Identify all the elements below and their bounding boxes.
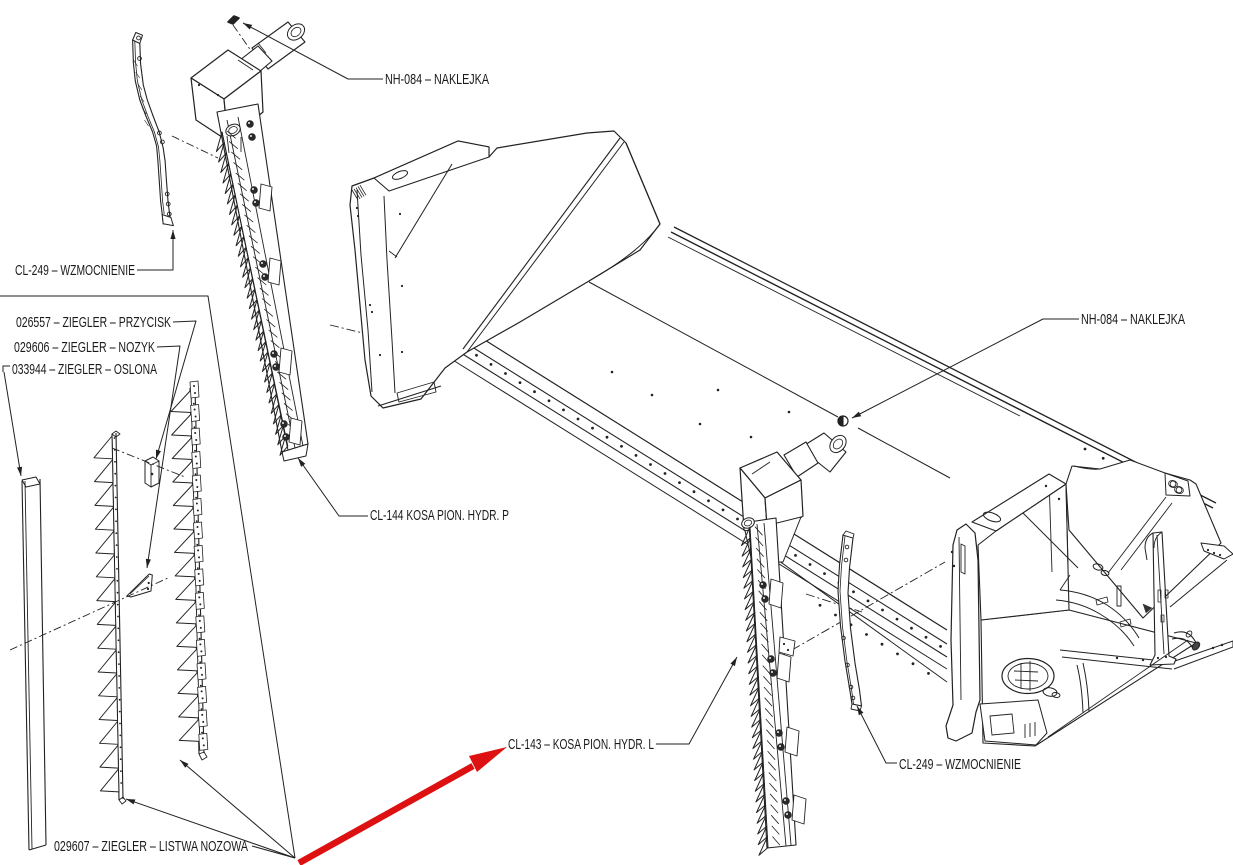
svg-text:029607 – ZIEGLER – LISTWA NOZO: 029607 – ZIEGLER – LISTWA NOZOWA — [54, 838, 248, 855]
svg-text:CL-144 KOSA PION. HYDR. P: CL-144 KOSA PION. HYDR. P — [370, 507, 509, 524]
svg-text:026557 – ZIEGLER – PRZYCISK: 026557 – ZIEGLER – PRZYCISK — [16, 314, 171, 331]
svg-text:NH-084 – NAKLEJKA: NH-084 – NAKLEJKA — [385, 71, 489, 88]
svg-text:NH-084 – NAKLEJKA: NH-084 – NAKLEJKA — [1081, 311, 1185, 328]
svg-text:CL-143 – KOSA PION. HYDR. L: CL-143 – KOSA PION. HYDR. L — [508, 736, 654, 753]
svg-text:033944 – ZIEGLER – OSLONA: 033944 – ZIEGLER – OSLONA — [12, 361, 157, 378]
svg-text:CL-249 – WZMOCNIENIE: CL-249 – WZMOCNIENIE — [899, 756, 1021, 773]
svg-text:029606 – ZIEGLER – NOZYK: 029606 – ZIEGLER – NOZYK — [14, 339, 155, 356]
svg-text:CL-249 – WZMOCNIENIE: CL-249 – WZMOCNIENIE — [15, 262, 135, 279]
